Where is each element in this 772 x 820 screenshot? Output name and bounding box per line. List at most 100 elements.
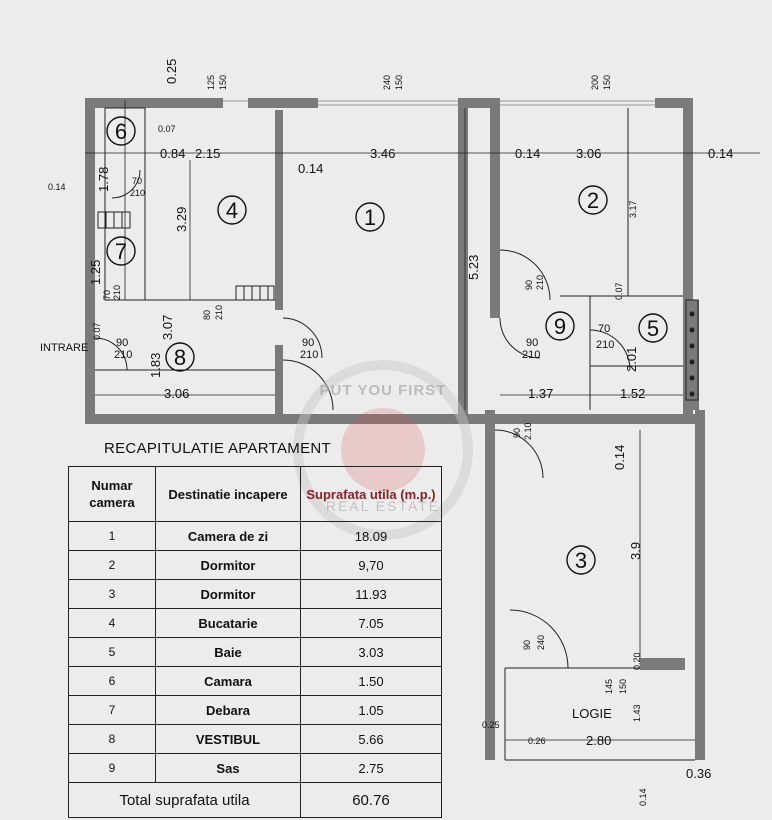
area-cell: 5.66 — [300, 724, 442, 754]
room-number-cell: 9 — [68, 753, 156, 783]
header-destination: Destinatie incapere — [155, 466, 301, 522]
dim-215: 2.15 — [195, 146, 220, 161]
destination-cell: Dormitor — [155, 550, 301, 580]
dim-143: 1.43 — [632, 704, 642, 722]
destination-cell: Sas — [155, 753, 301, 783]
dim-152: 1.52 — [620, 386, 645, 401]
table-row: 5 Baie 3.03 — [68, 637, 442, 667]
wall-right-top — [683, 98, 693, 418]
room-1-marker: 1 — [355, 202, 385, 232]
wall-top-mid — [248, 98, 318, 108]
wall-interior-4-1b — [275, 345, 283, 415]
dim-125: 125 — [206, 75, 216, 90]
dim-346: 3.46 — [370, 146, 395, 161]
dim-240: 240 — [382, 75, 392, 90]
dim-210g: 210 — [522, 349, 540, 361]
wall-bottom-hall — [495, 414, 695, 424]
area-cell: 7.05 — [300, 608, 442, 638]
door-arc-3 — [494, 429, 544, 479]
room-1-number: 1 — [364, 205, 376, 230]
dim-014e: 0.14 — [638, 788, 648, 806]
dim-90c: 90 — [302, 337, 314, 349]
wall-interior-1-2a — [458, 98, 468, 418]
dim-125b: 1.25 — [88, 260, 103, 285]
door-arc-5 — [589, 329, 631, 371]
total-value: 60.76 — [300, 782, 442, 818]
dim-020: 0.20 — [632, 652, 642, 670]
wall-left — [85, 98, 95, 423]
dim-210b: 210 — [112, 285, 122, 300]
room-7-number: 7 — [115, 239, 127, 264]
room-number-cell: 3 — [68, 579, 156, 609]
dim-210c: 210 — [535, 275, 545, 290]
room-7-marker: 7 — [106, 236, 136, 266]
room-6-marker: 6 — [106, 116, 136, 146]
wall-bath-right — [683, 300, 699, 410]
dim-70b: 70 — [102, 290, 112, 300]
door-arc-4 — [282, 317, 323, 359]
dim-026: 0.26 — [528, 736, 546, 746]
dim-210f: 210 — [300, 349, 318, 361]
room-3-marker: 3 — [566, 545, 596, 575]
dim-150a: 150 — [218, 75, 228, 90]
room-number-cell: 7 — [68, 695, 156, 725]
dim-150c: 150 — [602, 75, 612, 90]
dim-90e: 90 — [512, 428, 522, 438]
door-arc-8 — [282, 359, 334, 411]
room-5-number: 5 — [647, 316, 659, 341]
destination-cell: Camera de zi — [155, 521, 301, 551]
dim-210d: 210 — [214, 305, 224, 320]
wall-top-right-a — [458, 98, 500, 108]
room-number-cell: 1 — [68, 521, 156, 551]
dim-80: 80 — [202, 310, 212, 320]
room-number-cell: 8 — [68, 724, 156, 754]
dim-084: 0.84 — [160, 146, 185, 161]
dim-150b: 150 — [394, 75, 404, 90]
dim-178: 1.78 — [96, 167, 111, 192]
wall-top-right-b — [655, 98, 693, 108]
header-area: Suprafata utila (m.p.) — [300, 466, 442, 522]
table-row: 6 Camara 1.50 — [68, 666, 442, 696]
table-row: 4 Bucatarie 7.05 — [68, 608, 442, 638]
destination-cell: Bucatarie — [155, 608, 301, 638]
wall-interior-1-2b — [490, 98, 500, 318]
table-row: 1 Camera de zi 18.09 — [68, 521, 442, 551]
dim-90a: 90 — [524, 280, 534, 290]
table-row: 8 VESTIBUL 5.66 — [68, 724, 442, 754]
dim-007a: 0.07 — [158, 124, 176, 134]
kitchen-counter — [97, 211, 131, 229]
door-arc-6 — [111, 169, 141, 199]
door-arc-1 — [499, 249, 551, 301]
room-number-cell: 2 — [68, 550, 156, 580]
table-row: 2 Dormitor 9,70 — [68, 550, 442, 580]
area-cell: 2.75 — [300, 753, 442, 783]
wall-logie-top — [640, 658, 685, 670]
dim-200: 200 — [590, 75, 600, 90]
wall-top-left — [85, 98, 223, 108]
table-row: 3 Dormitor 11.93 — [68, 579, 442, 609]
area-cell: 1.05 — [300, 695, 442, 725]
dim-306bottom: 3.06 — [164, 386, 189, 401]
summary-header-row: Numar camera Destinatie incapere Suprafa… — [68, 466, 442, 522]
dim-240b: 240 — [536, 635, 546, 650]
area-cell: 9,70 — [300, 550, 442, 580]
door-arc-logie — [509, 609, 569, 669]
area-cell: 1.50 — [300, 666, 442, 696]
radiator-4 — [235, 285, 275, 301]
dim-201: 2.01 — [624, 347, 639, 372]
destination-cell: VESTIBUL — [155, 724, 301, 754]
wall-interior-4-1 — [275, 110, 283, 310]
wall-hall-right — [485, 410, 495, 760]
room-6-number: 6 — [115, 119, 127, 144]
room-number-cell: 5 — [68, 637, 156, 667]
total-label: Total suprafata utila — [68, 782, 301, 818]
area-cell: 3.03 — [300, 637, 442, 667]
dim-70c: 70 — [598, 323, 610, 335]
summary-title: RECAPITULATIE APARTAMENT — [104, 440, 331, 457]
dim-307: 3.07 — [160, 315, 175, 340]
dim-145: 145 — [604, 679, 614, 694]
dim-150d: 150 — [618, 679, 628, 694]
dim-329: 3.29 — [174, 207, 189, 232]
dim-014d: 0.14 — [612, 445, 627, 470]
dim-014left: 0.14 — [48, 182, 66, 192]
